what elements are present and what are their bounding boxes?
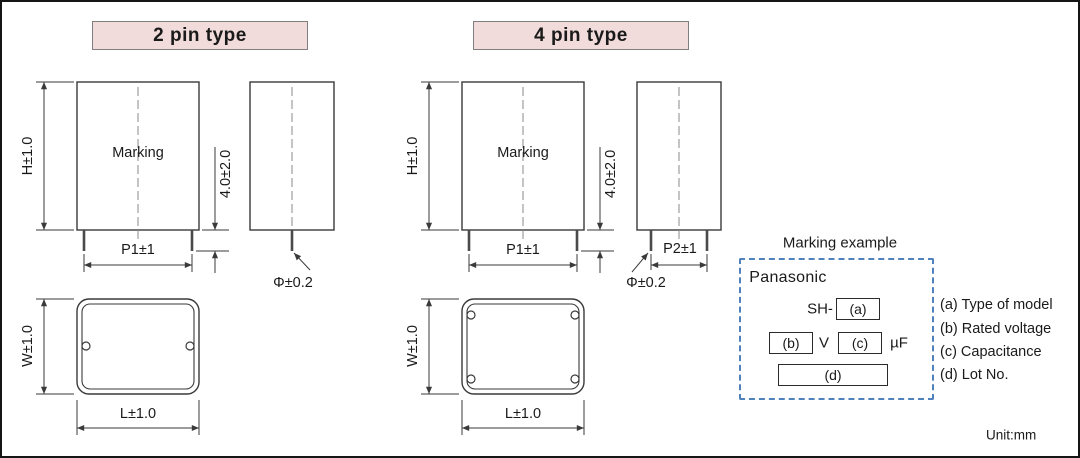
dim-pitch-p1-2pin: P1±1	[121, 241, 155, 258]
dim-width-4pin: W±1.0	[404, 325, 421, 367]
dim-width-2pin: W±1.0	[19, 325, 36, 367]
header-2-pin-type: 2 pin type	[92, 21, 308, 50]
dim-lead-length-2pin: 4.0±2.0	[217, 149, 234, 199]
dim-length-4pin: L±1.0	[504, 405, 542, 422]
dim-length-2pin: L±1.0	[119, 405, 157, 422]
header-2-pin-label: 2 pin type	[153, 24, 247, 46]
capacitance-unit-label: µF	[890, 334, 908, 352]
legend-item-d: (d) Lot No.	[940, 366, 1009, 383]
marking-field-d: (d)	[778, 364, 888, 386]
marking-field-c-label: (c)	[851, 335, 869, 351]
dim-pitch-p1-4pin: P1±1	[506, 241, 540, 258]
marking-text-4pin: Marking	[497, 144, 549, 161]
marking-example-title: Marking example	[782, 234, 898, 252]
dim-height-2pin: H±1.0	[19, 136, 36, 176]
dim-height-4pin: H±1.0	[404, 136, 421, 176]
marking-field-b-label: (b)	[782, 335, 800, 351]
two-pin-front-view	[36, 81, 229, 273]
legend-item-b: (b) Rated voltage	[940, 320, 1052, 337]
two-pin-bottom-view	[36, 298, 200, 435]
header-4-pin-type: 4 pin type	[473, 21, 689, 50]
marking-field-a-label: (a)	[849, 301, 867, 317]
voltage-unit-label: V	[818, 334, 830, 352]
four-pin-side-view	[631, 81, 722, 273]
marking-field-d-label: (d)	[824, 367, 842, 383]
four-pin-front-view	[421, 81, 614, 273]
header-4-pin-label: 4 pin type	[534, 24, 628, 46]
marking-field-b: (b)	[769, 332, 813, 354]
four-pin-bottom-view	[421, 298, 585, 435]
two-pin-side-view	[249, 81, 335, 271]
legend-item-a: (a) Type of model	[940, 296, 1053, 313]
dim-lead-length-4pin: 4.0±2.0	[602, 149, 619, 199]
marking-field-c: (c)	[838, 332, 882, 354]
dim-lead-diameter-4pin: Φ±0.2	[626, 274, 666, 291]
marking-text-2pin: Marking	[112, 144, 164, 161]
unit-note: Unit:mm	[986, 427, 1037, 443]
dim-pitch-p2-4pin: P2±1	[663, 240, 697, 257]
marking-example-box	[739, 258, 934, 400]
dim-lead-diameter-2pin: Φ±0.2	[273, 274, 313, 291]
brand-text: Panasonic	[749, 269, 827, 286]
legend-item-c: (c) Capacitance	[940, 343, 1042, 360]
marking-field-a: (a)	[836, 298, 880, 320]
marking-prefix: SH-	[807, 300, 833, 318]
